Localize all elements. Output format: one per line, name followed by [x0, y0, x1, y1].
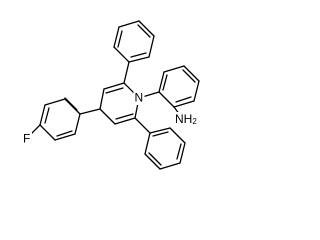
amine-subscript: 2	[192, 117, 197, 126]
bond-c2-ph1	[123, 61, 130, 84]
bond-aph-e	[173, 100, 195, 108]
bond-ph2-b-inner	[148, 152, 162, 166]
bond-ph2-e	[169, 127, 186, 144]
amine-main-label: NH	[175, 112, 192, 126]
bond-fph-e	[54, 133, 76, 141]
nitrogen-label-mask	[133, 91, 145, 105]
bond-fph-a	[64, 98, 81, 115]
bond-aph-e-inner	[175, 96, 192, 103]
bond-aph-c	[183, 65, 200, 82]
atom-label-layer: N NH2 F	[22, 91, 200, 146]
bond-aph-b	[163, 65, 185, 73]
bond-c6-ph2	[134, 117, 151, 134]
bond-ph1-a	[113, 46, 130, 63]
bond-aph-f	[158, 91, 175, 108]
bond-c3-c4	[99, 88, 105, 110]
bond-ph1-f	[128, 56, 150, 63]
bond-ph1-e	[148, 35, 155, 58]
amine-label: NH2	[175, 112, 197, 126]
bond-ph2-a	[144, 132, 151, 155]
amine-label-mask	[174, 112, 200, 128]
bond-fph-f	[74, 113, 81, 135]
bond-ph1-b-inner	[117, 30, 123, 48]
bond-c2-c3	[103, 82, 125, 90]
fluorine-label-mask	[22, 132, 32, 146]
bond-ph2-c	[159, 162, 181, 170]
bond-aph-a-inner	[162, 74, 168, 91]
bond-ph1-f-inner	[130, 52, 147, 58]
bond-ph1-d-inner	[137, 24, 151, 38]
bond-c4-fph	[79, 108, 101, 115]
bond-c5-c6	[114, 117, 136, 125]
bond-fph-e-inner	[56, 130, 73, 137]
bond-c5-c6-double	[115, 113, 134, 120]
bond-c4-c5	[99, 108, 116, 125]
bond-ph2-b	[144, 153, 161, 170]
bond-ph2-d-inner	[176, 143, 182, 160]
bond-fph-c	[39, 104, 46, 126]
bond-fph-c-inner	[44, 107, 50, 124]
bond-aph-c-inner	[182, 69, 196, 83]
bond-fph-d	[39, 124, 56, 141]
bond-ph1-b	[113, 26, 120, 48]
bond-c2-c3-double	[105, 87, 124, 94]
bond-aph-d	[193, 80, 200, 102]
bond-ph1-c	[118, 20, 140, 28]
bond-ph2-f	[149, 127, 171, 134]
bond-layer	[28, 20, 200, 170]
fluorine-label: F	[23, 132, 30, 146]
bond-ph2-d	[179, 142, 186, 164]
bond-aph-a	[158, 71, 165, 93]
bond-ph2-f-inner	[152, 131, 169, 137]
nitrogen-label: N	[135, 91, 144, 105]
chemical-structure: N NH2 F	[22, 20, 200, 170]
bond-ph1-d	[138, 20, 155, 37]
bond-fph-a-inner	[64, 97, 78, 111]
bond-fph-b	[44, 98, 66, 106]
